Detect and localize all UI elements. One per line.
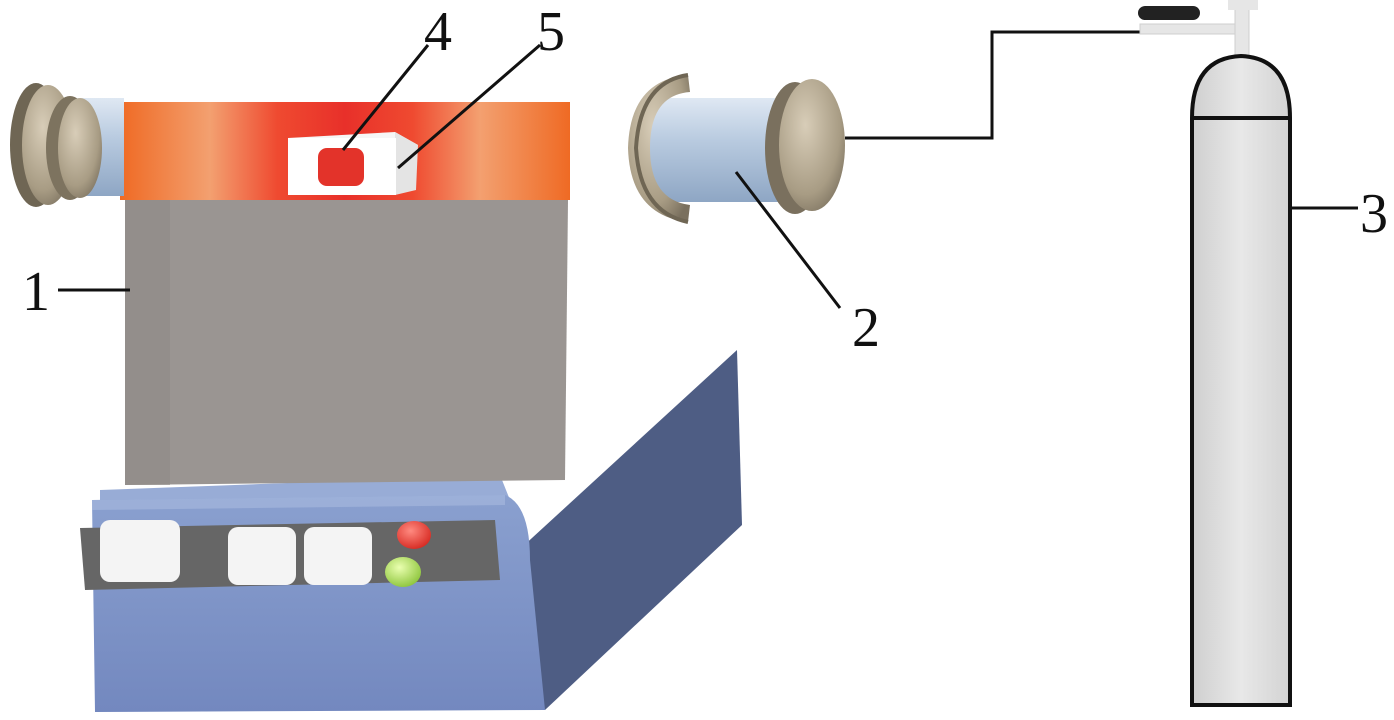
- leader-line-5: [397, 43, 541, 170]
- furnace-body: [125, 195, 568, 485]
- label-gas-cylinder: 3: [1360, 183, 1388, 245]
- indicator-red-icon: [397, 521, 431, 549]
- label-tube: 2: [852, 297, 880, 359]
- gas-cylinder: [1138, 0, 1292, 707]
- gas-line: [845, 30, 1140, 140]
- label-crucible: 5: [537, 1, 565, 63]
- panel-button-3: [304, 527, 372, 585]
- control-panel: [80, 520, 500, 590]
- label-furnace: 1: [22, 261, 50, 323]
- panel-button-1: [100, 520, 180, 582]
- leader-line-2: [734, 171, 842, 309]
- tube-right-cap: [779, 79, 845, 211]
- sample: [318, 148, 364, 186]
- label-sample: 4: [424, 1, 452, 63]
- leader-line-4: [341, 44, 430, 151]
- furnace-left-end-cap: [10, 83, 124, 207]
- furnace-base-side: [508, 350, 742, 710]
- cylinder-body: [1190, 53, 1292, 707]
- cylinder-valve-knob: [1138, 6, 1200, 20]
- quartz-tube: [628, 73, 845, 224]
- panel-button-2: [228, 527, 296, 585]
- indicator-green-icon: [385, 557, 421, 587]
- tube-furnace: [10, 83, 742, 712]
